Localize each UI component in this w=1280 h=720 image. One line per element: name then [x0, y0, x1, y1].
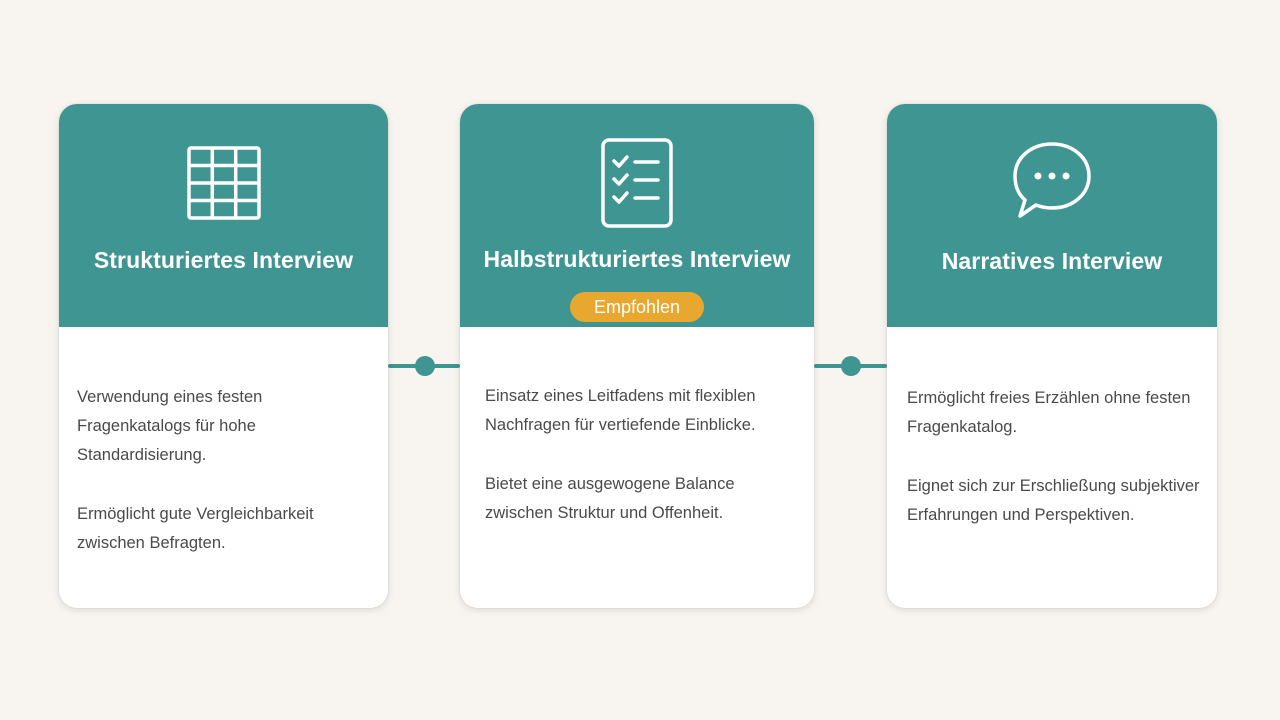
card-narrative-interview: Narratives Interview Ermöglicht freies E…: [887, 104, 1217, 608]
card-title: Halbstrukturiertes Interview: [483, 246, 791, 272]
card-title: Strukturiertes Interview: [93, 247, 354, 273]
card-semi-structured-interview: Halbstrukturiertes Interview Empfohlen E…: [460, 104, 814, 608]
card-paragraph: Ermöglicht gute Vergleichbarkeit zwische…: [77, 505, 314, 552]
card-header: Halbstrukturiertes Interview Empfohlen: [460, 104, 814, 327]
card-paragraph: Eignet sich zur Erschließung subjektiver…: [907, 477, 1200, 524]
card-paragraph: Verwendung eines festen Fragenkatalogs f…: [77, 388, 263, 464]
card-paragraph: Einsatz eines Leitfadens mit flexiblen N…: [485, 387, 756, 434]
grid-icon: [186, 146, 261, 220]
connector-dot: [415, 356, 435, 376]
speech-bubble-icon: [1013, 142, 1091, 218]
card-paragraph: Ermöglicht freies Erzählen ohne festen F…: [907, 389, 1191, 436]
recommended-badge: Empfohlen: [570, 292, 704, 322]
card-header: Strukturiertes Interview: [59, 104, 388, 327]
connector-dot: [841, 356, 861, 376]
card-structured-interview: Strukturiertes Interview Verwendung eine…: [59, 104, 388, 608]
card-description: Ermöglicht freies Erzählen ohne festen F…: [907, 384, 1205, 560]
card-description: Einsatz eines Leitfadens mit flexiblen N…: [485, 382, 802, 558]
card-paragraph: Bietet eine ausgewogene Balance zwischen…: [485, 475, 735, 522]
connector-1-2: [388, 356, 460, 376]
card-title: Narratives Interview: [941, 248, 1163, 274]
card-description: Verwendung eines festen Fragenkatalogs f…: [77, 383, 376, 588]
connector-2-3: [814, 356, 887, 376]
checklist-icon: [601, 138, 673, 228]
card-header: Narratives Interview: [887, 104, 1217, 327]
